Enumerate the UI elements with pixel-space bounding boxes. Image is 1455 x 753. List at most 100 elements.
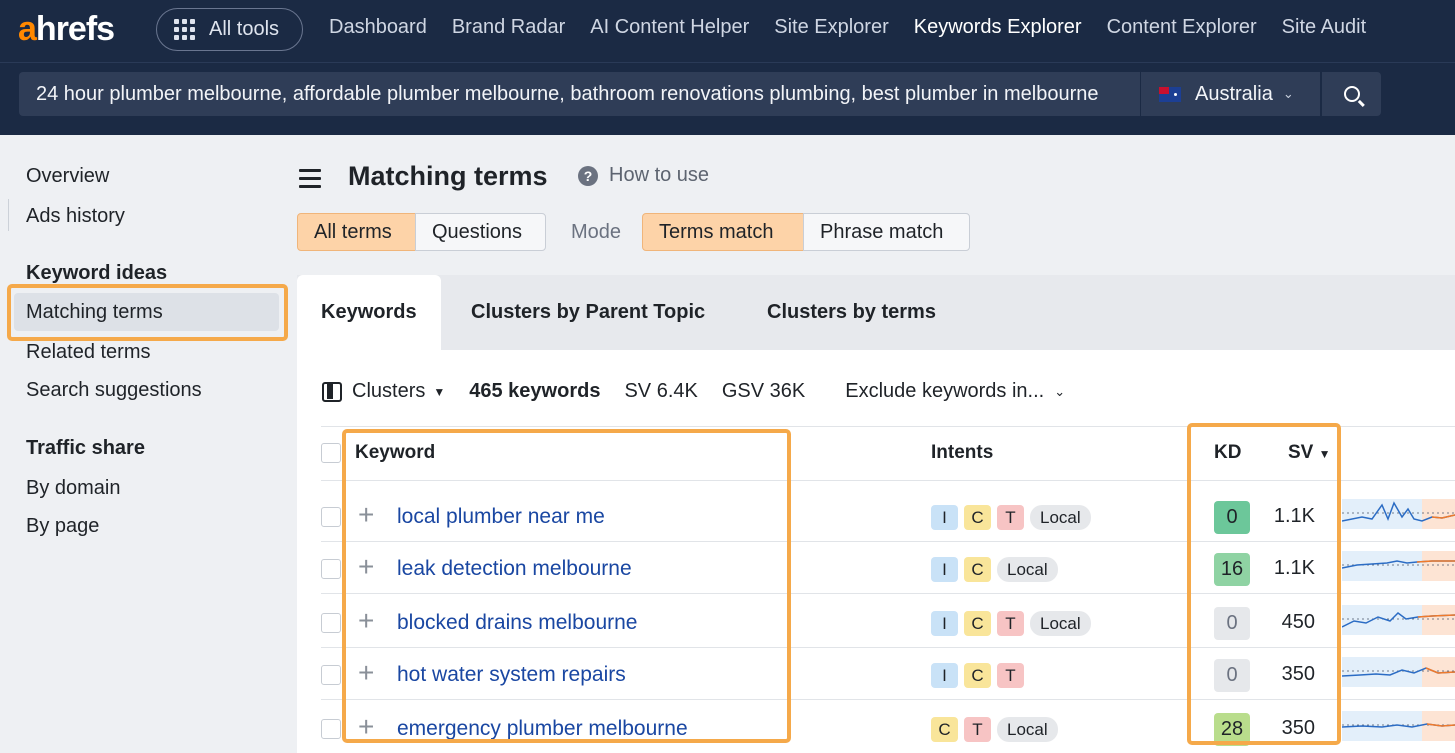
- select-all-checkbox[interactable]: [321, 443, 341, 463]
- intent-badge: C: [964, 611, 991, 636]
- intent-badge: I: [931, 611, 958, 636]
- main-nav: Dashboard Brand Radar AI Content Helper …: [329, 16, 1391, 39]
- grid-icon: [174, 19, 195, 40]
- country-select[interactable]: Australia ⌄: [1141, 72, 1320, 116]
- australia-flag-icon: [1159, 86, 1181, 102]
- keyword-link[interactable]: emergency plumber melbourne: [397, 717, 688, 740]
- intent-badge: T: [997, 505, 1024, 530]
- column-keyword[interactable]: Keyword: [355, 442, 436, 463]
- plus-icon[interactable]: +: [358, 657, 375, 688]
- all-tools-button[interactable]: All tools: [156, 8, 303, 51]
- sidebar-item-by-domain[interactable]: By domain: [26, 477, 121, 499]
- column-sv[interactable]: SV ▼: [1288, 442, 1331, 463]
- nav-site-explorer[interactable]: Site Explorer: [774, 16, 889, 38]
- kd-badge: 16: [1214, 553, 1250, 586]
- tab-keywords[interactable]: Keywords: [297, 275, 441, 350]
- page-title: Matching terms: [348, 161, 548, 191]
- sidebar-item-related-terms[interactable]: Related terms: [26, 341, 151, 363]
- nav-brand-radar[interactable]: Brand Radar: [451, 16, 566, 38]
- trend-sparkline: [1342, 711, 1455, 741]
- total-gsv: GSV 36K: [721, 380, 806, 402]
- row-checkbox[interactable]: [321, 719, 341, 739]
- tab-clusters-by-parent-topic[interactable]: Clusters by Parent Topic: [471, 301, 706, 323]
- main-content: Matching terms ? How to use All terms Qu…: [297, 135, 1455, 753]
- plus-icon[interactable]: +: [358, 605, 375, 636]
- intent-badge: Local: [1030, 611, 1091, 636]
- nav-content-explorer[interactable]: Content Explorer: [1106, 16, 1257, 38]
- trend-sparkline: [1342, 657, 1455, 687]
- intent-badge: Local: [1030, 505, 1091, 530]
- sidebar-item-ads-history[interactable]: Ads history: [26, 205, 125, 227]
- intent-badge: C: [964, 505, 991, 530]
- nav-keywords-explorer[interactable]: Keywords Explorer: [913, 16, 1082, 38]
- intent-badge: I: [931, 663, 958, 688]
- all-tools-label: All tools: [209, 18, 280, 40]
- tabs-bar: [297, 275, 1455, 350]
- plus-icon[interactable]: +: [358, 551, 375, 582]
- nav-dashboard[interactable]: Dashboard: [329, 16, 427, 38]
- trend-sparkline: [1342, 499, 1455, 529]
- chevron-down-icon: ⌄: [1054, 383, 1066, 399]
- sidebar-item-overview[interactable]: Overview: [26, 165, 110, 187]
- row-checkbox[interactable]: [321, 613, 341, 633]
- exclude-keywords-dropdown[interactable]: Exclude keywords in...: [845, 380, 1045, 402]
- how-to-use-link[interactable]: ? How to use: [578, 164, 709, 187]
- clusters-dropdown[interactable]: Clusters: [352, 380, 426, 402]
- nav-site-audit[interactable]: Site Audit: [1281, 16, 1367, 38]
- intent-badge: C: [964, 557, 991, 582]
- row-checkbox[interactable]: [321, 665, 341, 685]
- sidebar-item-by-page[interactable]: By page: [26, 515, 100, 537]
- row-checkbox[interactable]: [321, 507, 341, 527]
- clusters-icon: [322, 381, 342, 402]
- ahrefs-logo[interactable]: ahrefs: [18, 10, 115, 48]
- kd-badge: 0: [1214, 501, 1250, 534]
- country-label: Australia: [1195, 82, 1273, 105]
- row-divider: [321, 541, 1455, 542]
- sidebar-section-traffic-share: Traffic share: [26, 437, 145, 459]
- intent-badge: I: [931, 505, 958, 530]
- search-volume: 350: [1281, 717, 1315, 739]
- keyword-link[interactable]: hot water system repairs: [397, 663, 626, 686]
- trend-sparkline: [1342, 551, 1455, 581]
- trend-sparkline: [1342, 605, 1455, 635]
- how-to-use-label: How to use: [609, 164, 710, 186]
- keywords-panel: Clusters ▼ 465 keywords SV 6.4K GSV 36K …: [297, 350, 1455, 753]
- top-navigation-bar: ahrefs All tools Dashboard Brand Radar A…: [0, 0, 1455, 62]
- keyword-link[interactable]: leak detection melbourne: [397, 557, 632, 580]
- all-terms-button[interactable]: All terms: [297, 213, 416, 251]
- terms-match-button[interactable]: Terms match: [642, 213, 804, 251]
- hamburger-icon[interactable]: [299, 169, 321, 193]
- row-checkbox[interactable]: [321, 559, 341, 579]
- tab-clusters-by-terms[interactable]: Clusters by terms: [767, 301, 936, 323]
- intent-badge: I: [931, 557, 958, 582]
- intent-badge: T: [964, 717, 991, 742]
- intent-badge: Local: [997, 557, 1058, 582]
- search-button[interactable]: [1321, 72, 1381, 116]
- total-sv: SV 6.4K: [624, 380, 698, 402]
- intent-badge: Local: [997, 717, 1058, 742]
- column-kd[interactable]: KD: [1214, 442, 1242, 463]
- intent-badge: C: [964, 663, 991, 688]
- sidebar-divider: [8, 199, 9, 231]
- column-intents: Intents: [931, 442, 994, 463]
- caret-down-icon: ▼: [433, 384, 446, 399]
- sidebar-item-matching-terms[interactable]: Matching terms: [26, 301, 163, 323]
- keyword-link[interactable]: local plumber near me: [397, 505, 605, 528]
- row-divider: [321, 699, 1455, 700]
- plus-icon[interactable]: +: [358, 499, 375, 530]
- nav-ai-content-helper[interactable]: AI Content Helper: [590, 16, 750, 38]
- search-volume: 350: [1281, 663, 1315, 685]
- chevron-down-icon: ⌄: [1282, 86, 1294, 101]
- search-volume: 450: [1281, 611, 1315, 633]
- questions-button[interactable]: Questions: [415, 213, 546, 251]
- table-divider: [321, 426, 1455, 427]
- keywords-search-input[interactable]: 24 hour plumber melbourne, affordable pl…: [19, 72, 1140, 116]
- sidebar-item-search-suggestions[interactable]: Search suggestions: [26, 379, 202, 401]
- plus-icon[interactable]: +: [358, 711, 375, 742]
- phrase-match-button[interactable]: Phrase match: [803, 213, 970, 251]
- keyword-link[interactable]: blocked drains melbourne: [397, 611, 638, 634]
